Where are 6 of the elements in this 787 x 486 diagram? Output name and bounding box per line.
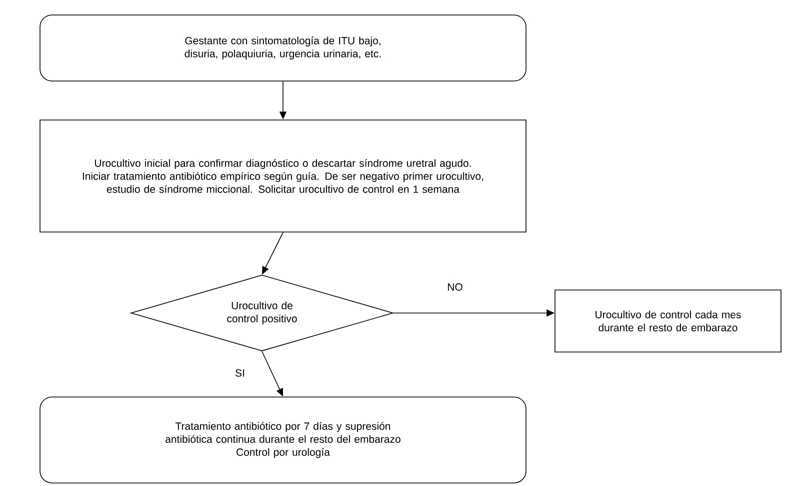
process-box: Urocultivo inicial para confirmar diagnóstico o descartar síndrome uretral agudo. Iniciar tratamiento antibiótico empírico según guía. De ser negativo primer urocultivo, estudio de síndrome miccional. Solicitar urocultivo de control en 1 semana bbox=[40, 120, 526, 232]
start-box: Gestante con sintomatología de ITU bajo, disuria, polaquiuria, urgencia urinaria, etc. bbox=[40, 14, 526, 82]
edge-label: NO bbox=[446, 282, 464, 292]
edge-label: SI bbox=[234, 368, 246, 378]
process-box: Urocultivo de control cada mes durante el resto de embarazo bbox=[554, 290, 782, 352]
start-box: Tratamiento antibiótico por 7 días y supresión antibiótica continua durante el resto del embarazo Control por urología bbox=[40, 396, 526, 484]
